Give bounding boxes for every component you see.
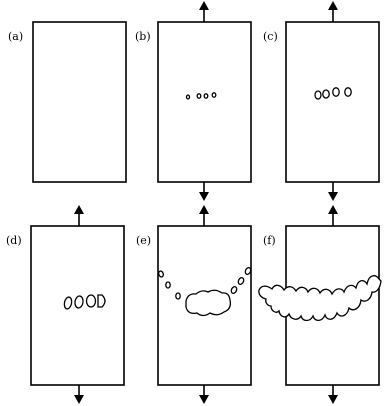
void <box>345 88 351 96</box>
panel-c: (c) <box>263 1 379 201</box>
arrow-head-down <box>199 395 209 404</box>
void <box>212 93 216 97</box>
arrow-head-up <box>328 205 338 214</box>
coalesced-void <box>186 290 230 315</box>
void <box>333 88 339 96</box>
panel-label: (f) <box>263 234 276 247</box>
panel-label: (e) <box>136 234 151 247</box>
void <box>315 91 321 99</box>
arrow-head-down <box>328 395 338 404</box>
panel-d: (d) <box>6 205 124 404</box>
void <box>87 295 96 307</box>
panel-label: (d) <box>6 234 22 247</box>
arrow-head-down <box>199 192 209 201</box>
void <box>176 293 180 299</box>
specimen-outline <box>33 22 126 182</box>
panel-label: (b) <box>135 30 151 43</box>
panel-f: (f) <box>259 205 381 404</box>
arrow-head-up <box>199 1 209 10</box>
arrow-head-up <box>328 1 338 10</box>
specimen-outline <box>286 22 379 182</box>
arrow-head-down <box>74 395 84 404</box>
panel-a: (a) <box>8 22 126 182</box>
void <box>98 295 105 307</box>
void <box>197 94 201 98</box>
specimen-outline <box>158 22 251 182</box>
void <box>204 94 208 98</box>
panel-e: (e) <box>136 205 252 404</box>
arrow-head-up <box>199 205 209 214</box>
void <box>323 90 329 98</box>
arrow-head-up <box>74 205 84 214</box>
void <box>166 282 170 288</box>
panel-label: (c) <box>263 30 278 43</box>
void <box>187 95 190 99</box>
panel-label: (a) <box>8 30 23 43</box>
arrow-head-down <box>328 192 338 201</box>
panel-b: (b) <box>135 1 251 201</box>
